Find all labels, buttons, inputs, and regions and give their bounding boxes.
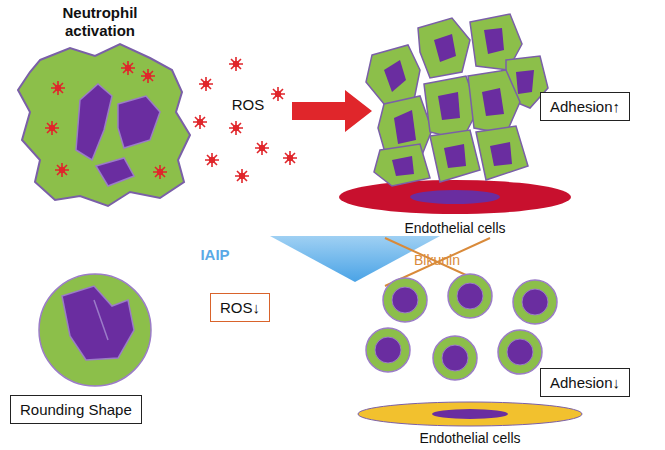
- rounded-neutrophil: [39, 274, 151, 386]
- treatment-label: IAIP: [200, 246, 229, 263]
- cell-label: Endothelial cells: [419, 430, 520, 446]
- box-text: ROS↓: [220, 299, 260, 316]
- endothelial-cell: [358, 402, 582, 426]
- endothelial-cell: [339, 180, 571, 214]
- text-box: Adhesion↓: [540, 368, 630, 397]
- text-box: Rounding Shape: [10, 395, 142, 424]
- cell-state-title: Neutrophil activation: [45, 4, 155, 40]
- endothelial-nucleus: [432, 409, 508, 419]
- box-text: Adhesion↑: [550, 98, 620, 115]
- ros-label: ROS: [232, 96, 265, 113]
- inhibitor-label: Bikunin: [414, 252, 460, 268]
- text-box: Adhesion↑: [540, 92, 630, 121]
- text-box: ROS↓: [210, 293, 270, 322]
- activated-neutrophil: [18, 44, 190, 206]
- adherent-neutrophils: [366, 14, 548, 186]
- box-text: Adhesion↓: [550, 374, 620, 391]
- nuclei: [384, 28, 534, 176]
- red-arrow: [292, 90, 372, 132]
- cell-label: Endothelial cells: [404, 220, 505, 236]
- endothelial-nucleus: [410, 190, 500, 204]
- ros-particles: [193, 57, 297, 183]
- box-text: Rounding Shape: [20, 401, 132, 418]
- round-cells: [366, 274, 557, 380]
